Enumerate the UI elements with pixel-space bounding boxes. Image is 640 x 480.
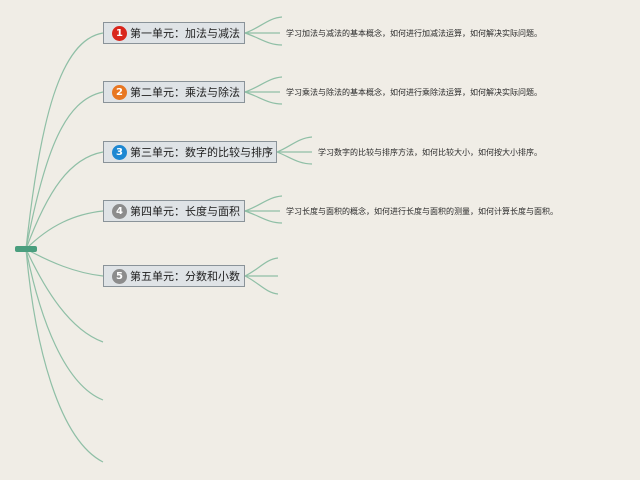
sub-branch-u4-c bbox=[244, 210, 283, 224]
branch-line-unit-3 bbox=[25, 151, 104, 250]
unit-node-2[interactable]: 2 第二单元：乘法与除法 bbox=[103, 81, 245, 103]
sub-branch-u3-a bbox=[276, 136, 313, 153]
unit-node-3[interactable]: 3 第三单元：数字的比较与排序 bbox=[103, 141, 277, 163]
unit-node-5[interactable]: 5 第五单元：分数和小数 bbox=[103, 265, 245, 287]
unit-title: 第五单元：分数和小数 bbox=[130, 270, 240, 283]
branch-line-unit-4 bbox=[25, 210, 104, 250]
unit-node-4[interactable]: 4 第四单元：长度与面积 bbox=[103, 200, 245, 222]
number-badge-icon: 4 bbox=[112, 203, 127, 219]
unit-title: 第四单元：长度与面积 bbox=[130, 205, 240, 218]
unit-title: 第一单元：加法与减法 bbox=[130, 27, 240, 40]
number-badge-icon: 2 bbox=[112, 84, 127, 100]
sub-branch-u3-c bbox=[276, 151, 313, 165]
sub-branch-u1-a bbox=[244, 16, 283, 34]
root-node[interactable] bbox=[15, 246, 37, 252]
unit-description-3: 学习数字的比较与排序方法，如何比较大小，如何按大小排序。 bbox=[318, 148, 542, 157]
branch-line-empty-2 bbox=[25, 248, 104, 401]
branch-line-unit-2 bbox=[25, 91, 104, 250]
unit-description-1: 学习加法与减法的基本概念，如何进行加减法运算，如何解决实际问题。 bbox=[286, 29, 542, 38]
branch-line-unit-5 bbox=[25, 248, 104, 277]
number-badge-icon: 3 bbox=[112, 144, 127, 160]
unit-node-1[interactable]: 1 第一单元：加法与减法 bbox=[103, 22, 245, 44]
sub-branch-u5-a bbox=[244, 257, 279, 277]
unit-description-2: 学习乘法与除法的基本概念，如何进行乘除法运算，如何解决实际问题。 bbox=[286, 88, 542, 97]
sub-branch-u1-c bbox=[244, 32, 283, 46]
sub-branch-u2-c bbox=[244, 91, 283, 105]
branch-line-empty-3 bbox=[25, 248, 104, 463]
branch-line-unit-1 bbox=[25, 32, 104, 250]
number-badge-icon: 5 bbox=[112, 268, 127, 284]
number-badge-icon: 1 bbox=[112, 25, 127, 41]
unit-description-4: 学习长度与面积的概念，如何进行长度与面积的测量，如何计算长度与面积。 bbox=[286, 207, 558, 216]
sub-branch-u4-a bbox=[244, 195, 283, 212]
branch-line-empty-1 bbox=[25, 248, 104, 343]
unit-title: 第三单元：数字的比较与排序 bbox=[130, 146, 273, 159]
sub-branch-u2-a bbox=[244, 76, 283, 93]
unit-title: 第二单元：乘法与除法 bbox=[130, 86, 240, 99]
sub-branch-u5-c bbox=[244, 275, 279, 295]
